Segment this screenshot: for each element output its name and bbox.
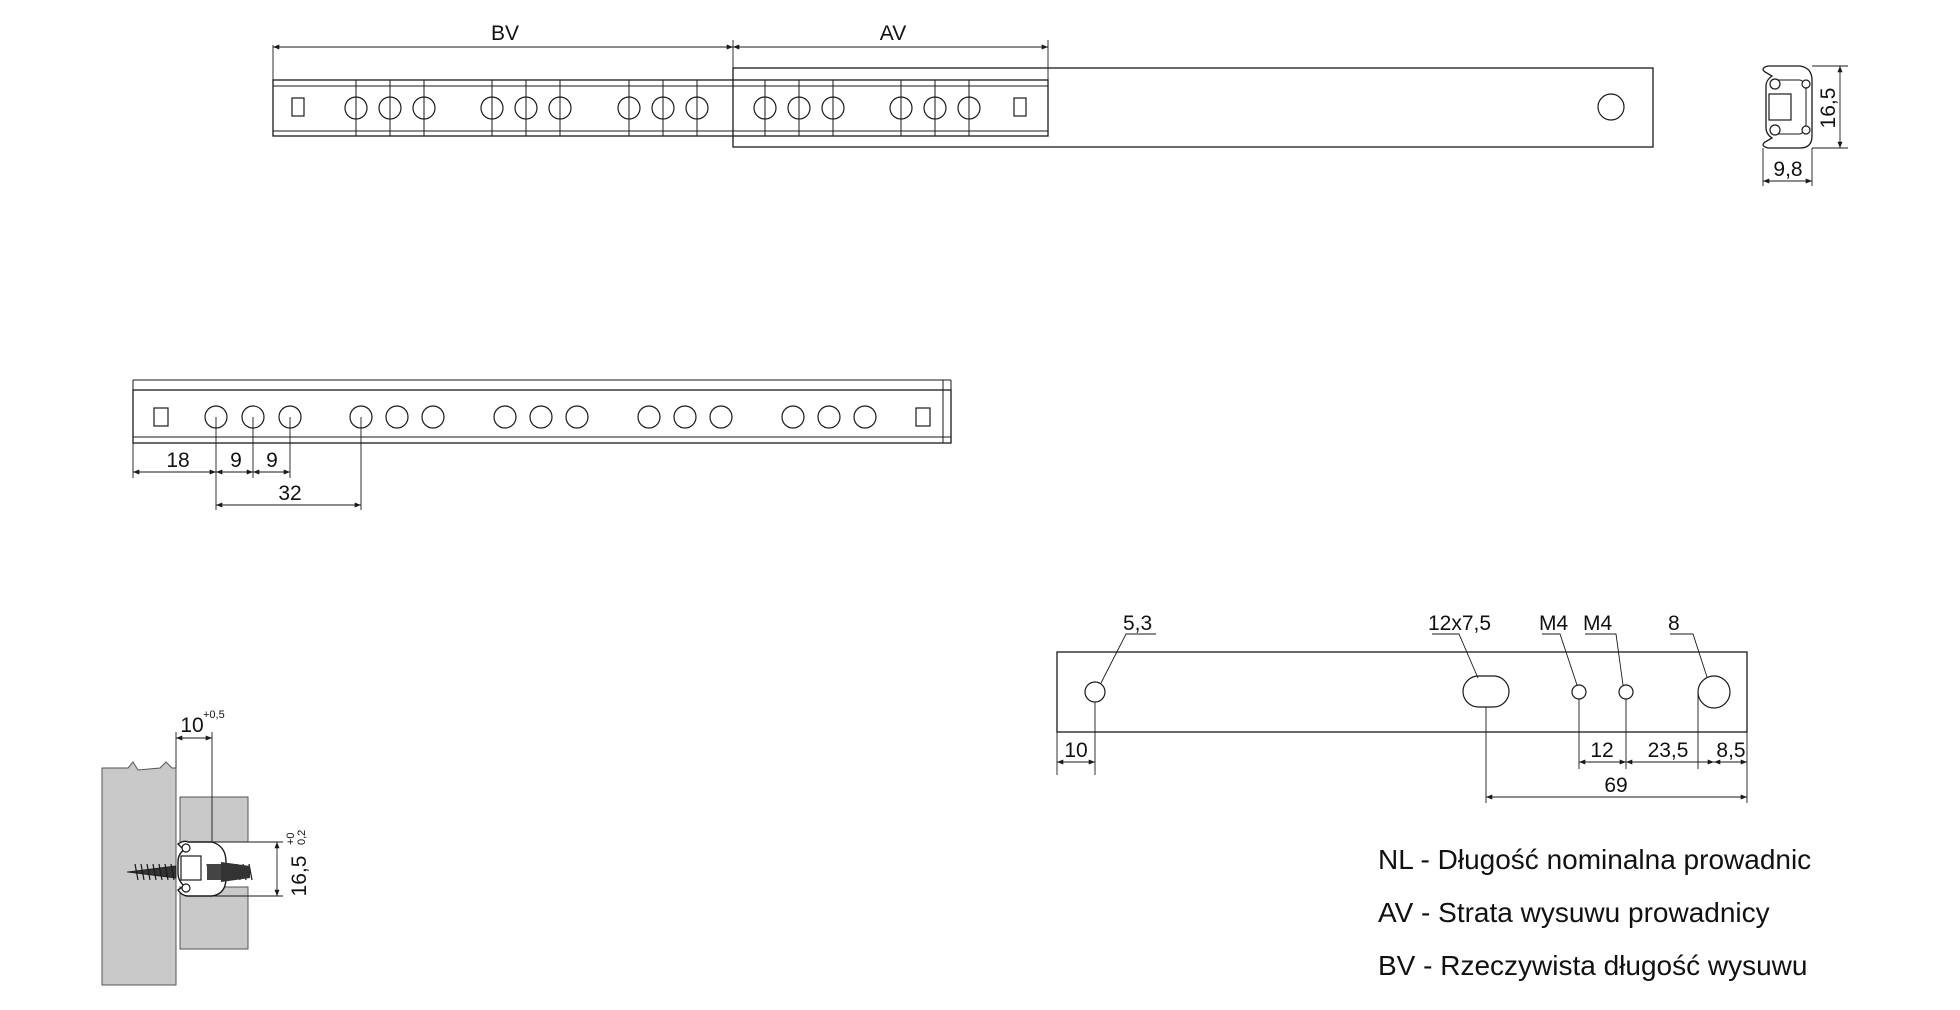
hole [493,405,517,429]
legend-bv: BV - Rzeczywista długość wysuwu [1378,950,1807,981]
mount-dim-16-5-tol-top: +0 [285,832,297,845]
hole-8 [1697,675,1731,709]
hole [853,405,877,429]
hole [637,405,661,429]
mounting-section-view: 10 +0,5 16,5 +0 0,2 [101,709,311,986]
profile-outline [1762,65,1813,149]
hole [709,405,733,429]
square-slot [153,407,169,427]
rail-hole-pattern-view: 18 9 9 32 [132,379,952,510]
mounting-hole [1597,93,1625,121]
hole [781,405,805,429]
thread-m4-a [1571,684,1587,700]
av-label: AV [880,22,906,45]
profile-height-label: 16,5 [1817,88,1840,129]
callout-m4-b: M4 [1583,612,1612,635]
mount-dim-10-label: 10 [180,714,203,737]
drawer-side [179,796,249,843]
callout-8: 8 [1668,612,1680,635]
hole-5-3 [1084,681,1106,703]
square-slot [291,97,305,117]
hole [421,405,445,429]
ball-holes [344,80,981,136]
slot-12x7-5 [1462,675,1510,708]
dim-18-label: 18 [166,449,189,472]
callout-m4-a: M4 [1539,612,1568,635]
callout-5-3: 5,3 [1123,612,1152,635]
hole [817,405,841,429]
bracket-dim-10-label: 10 [1064,739,1087,762]
inner-rail [272,79,1049,137]
mount-dim-16-5-tol-bottom: 0,2 [296,830,308,845]
hole [385,405,409,429]
legend-nl: NL - Długość nominalna prowadnic [1378,844,1811,875]
bracket-dim-8-5-label: 8,5 [1716,739,1745,762]
bracket-body [1056,651,1748,733]
top-slide-view: BV AV [272,22,1654,148]
drawer-side [179,886,249,950]
rail-holes [204,405,877,429]
thread-m4-b [1618,684,1634,700]
screw [126,862,253,882]
bracket-view: 5,3 12x7,5 M4 M4 8 10 12 23,5 8,5 69 [1056,612,1748,803]
profile-width-label: 9,8 [1773,158,1802,181]
hole [529,405,553,429]
hole [565,405,589,429]
mount-dim-16-5-label: 16,5 [288,856,311,897]
legend-av: AV - Strata wysuwu prowadnicy [1378,897,1770,928]
bracket-dim-69-label: 69 [1604,774,1627,797]
callout-12x7-5: 12x7,5 [1428,612,1491,635]
square-slot [915,407,931,427]
hole [673,405,697,429]
square-slot [1013,97,1027,117]
bracket-dim-23-5-label: 23,5 [1648,739,1689,762]
bracket-dim-12-label: 12 [1590,739,1613,762]
profile-cross-section: 16,5 9,8 [1762,65,1848,186]
legend: NL - Długość nominalna prowadnic AV - St… [1378,844,1811,981]
dim-9a-label: 9 [230,449,242,472]
rail-body [132,389,952,444]
dim-32-label: 32 [278,482,301,505]
mount-dim-10-tolerance: +0,5 [203,709,225,721]
dim-9b-label: 9 [266,449,278,472]
bv-label: BV [491,22,519,45]
